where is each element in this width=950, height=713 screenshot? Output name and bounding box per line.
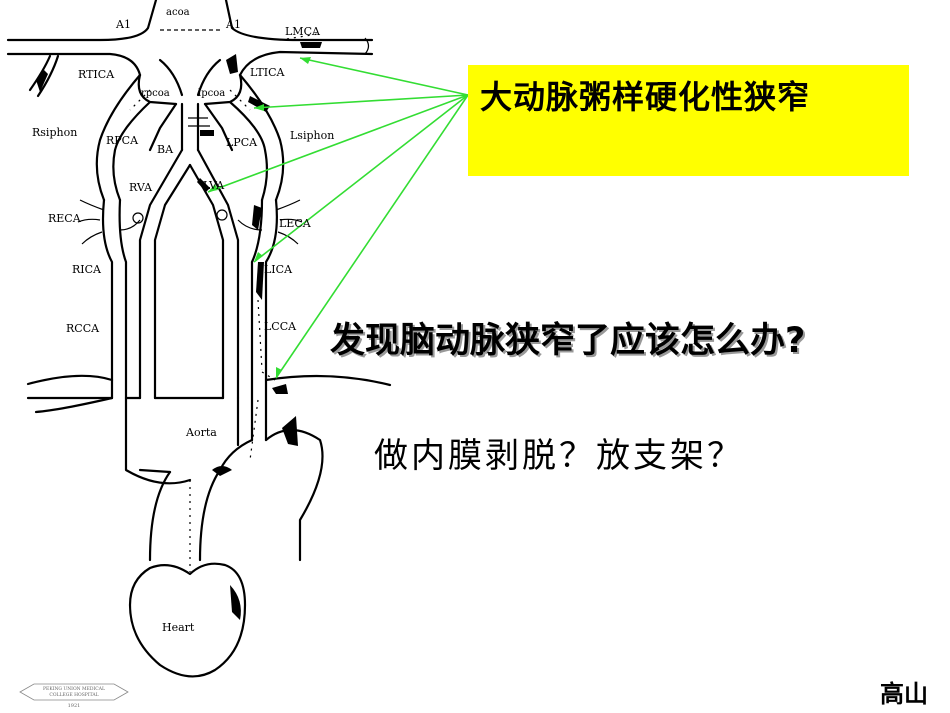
logo-line-2: COLLEGE HOSPITAL (49, 692, 98, 698)
arrowhead-lica (254, 252, 263, 262)
callout-text: 大动脉粥样硬化性狭窄 (480, 78, 811, 116)
label-a1-left: A1 (115, 18, 131, 31)
label-lcca: LCCA (264, 320, 297, 333)
label-rva: RVA (129, 181, 153, 194)
label-reca: RECA (48, 212, 82, 225)
label-leca: LECA (279, 217, 312, 230)
label-rica: RICA (72, 263, 102, 276)
label-ltica: LTICA (250, 66, 286, 79)
cerebral-arteries-outline (6, 0, 374, 202)
label-rtica: RTICA (78, 68, 115, 81)
logo-year: 1921 (68, 703, 81, 709)
label-lpca: LPCA (226, 136, 258, 149)
arrow-to-lva (207, 94, 469, 193)
label-lmca: LMCA (285, 25, 321, 38)
vessel-dotted-lines (129, 33, 319, 461)
label-acoa: acoa (166, 7, 190, 18)
heart-outline (128, 562, 247, 678)
label-lpcoa: lpcoa (198, 88, 225, 99)
arrowhead-lcca (276, 367, 282, 378)
label-a1-right: A1 (225, 18, 241, 31)
hospital-logo: PEKING UNION MEDICAL COLLEGE HOSPITAL 19… (19, 683, 129, 709)
stenosis-callout-box: 大动脉粥样硬化性狭窄 (468, 65, 909, 176)
arrowhead-ltica (254, 104, 264, 111)
arrowhead-lmca (300, 57, 311, 64)
callout-arrows (207, 57, 469, 379)
label-lva: LVA (203, 179, 225, 192)
author-name: 高山 (880, 679, 928, 708)
arrow-to-lcca (275, 94, 469, 379)
vessel-labels: acoa A1 A1 LMCA RTICA LTICA rpcoa lpcoa … (32, 7, 334, 634)
label-aorta: Aorta (185, 426, 217, 439)
label-rpca: RPCA (106, 134, 139, 147)
label-heart: Heart (162, 621, 195, 634)
question-heading: 发现脑动脉狭窄了应该怎么办? (330, 321, 806, 361)
label-rpcoa: rpcoa (141, 88, 170, 99)
label-ba: BA (157, 143, 174, 156)
arrow-to-ltica (253, 94, 469, 109)
arrow-to-lica (253, 94, 469, 263)
arrowhead-lva (208, 184, 218, 192)
label-rsiphon: Rsiphon (32, 126, 77, 139)
treatment-options: 做内膜剥脱？放支架？ (374, 436, 744, 476)
label-rcca: RCCA (66, 322, 100, 335)
arrow-to-lmca-region (299, 57, 469, 96)
label-lsiphon: Lsiphon (290, 129, 334, 142)
label-lica: LICA (264, 263, 293, 276)
neck-arteries-outline (26, 148, 392, 572)
logo-line-1: PEKING UNION MEDICAL (43, 686, 105, 692)
